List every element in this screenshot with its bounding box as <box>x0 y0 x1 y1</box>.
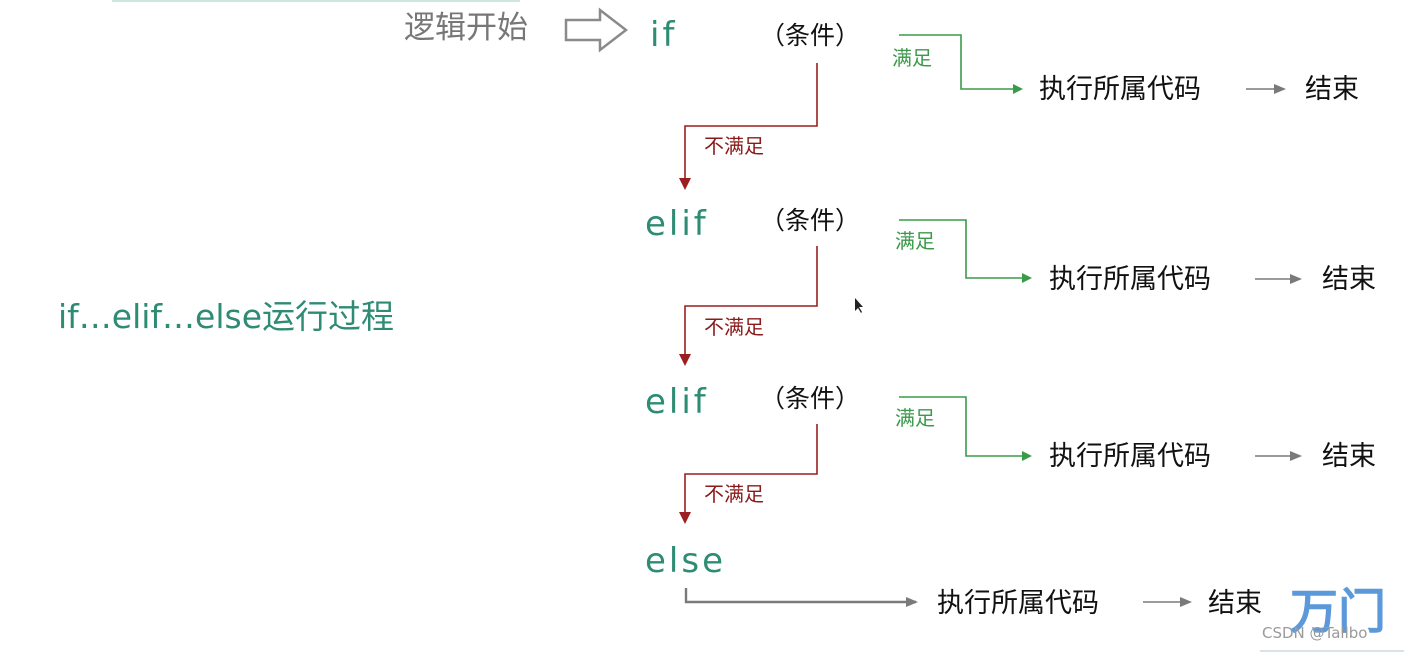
not-satisfied-connector-1 <box>684 63 818 186</box>
action-label-3: 执行所属代码 <box>1049 441 1211 472</box>
end-label-1: 结束 <box>1305 74 1359 105</box>
satisfied-connector-2 <box>899 219 1032 283</box>
keyword-else: else <box>645 541 726 581</box>
end-label-3: 结束 <box>1322 441 1376 472</box>
satisfied-label-2: 满足 <box>895 229 935 253</box>
not-satisfied-label-3: 不满足 <box>704 482 764 506</box>
start-arrow-icon <box>564 7 629 53</box>
condition-label-2: （条件） <box>760 206 861 235</box>
end-label-2: 结束 <box>1322 264 1376 295</box>
not-satisfied-label-2: 不满足 <box>704 315 764 339</box>
keyword-if: if <box>650 15 678 55</box>
condition-label-3: （条件） <box>760 384 861 413</box>
satisfied-connector-3 <box>899 396 1032 461</box>
keyword-elif-1: elif <box>645 204 709 244</box>
action-label-1: 执行所属代码 <box>1039 74 1201 105</box>
start-label: 逻辑开始 <box>404 10 528 46</box>
csdn-credit: CSDN @Tallbo <box>1262 624 1368 642</box>
not-satisfied-arrow-icon-3 <box>679 512 691 524</box>
not-satisfied-arrow-icon-1 <box>679 178 691 190</box>
not-satisfied-connector-2 <box>684 246 818 362</box>
not-satisfied-label-1: 不满足 <box>704 134 764 158</box>
action-label-2: 执行所属代码 <box>1049 264 1211 295</box>
not-satisfied-connector-3 <box>684 424 818 520</box>
satisfied-label-3: 满足 <box>895 406 935 430</box>
condition-label-1: （条件） <box>760 21 861 50</box>
diagram-title: if…elif…else运行过程 <box>58 297 395 336</box>
satisfied-label-1: 满足 <box>892 46 932 70</box>
else-connector <box>684 588 918 607</box>
satisfied-connector-1 <box>899 34 1023 94</box>
end-label-else: 结束 <box>1208 588 1262 619</box>
brand-logo: 万门 <box>1290 584 1387 640</box>
not-satisfied-arrow-icon-2 <box>679 354 691 366</box>
keyword-elif-2: elif <box>645 382 709 422</box>
action-label-else: 执行所属代码 <box>937 588 1099 619</box>
mouse-cursor-icon <box>855 298 863 313</box>
